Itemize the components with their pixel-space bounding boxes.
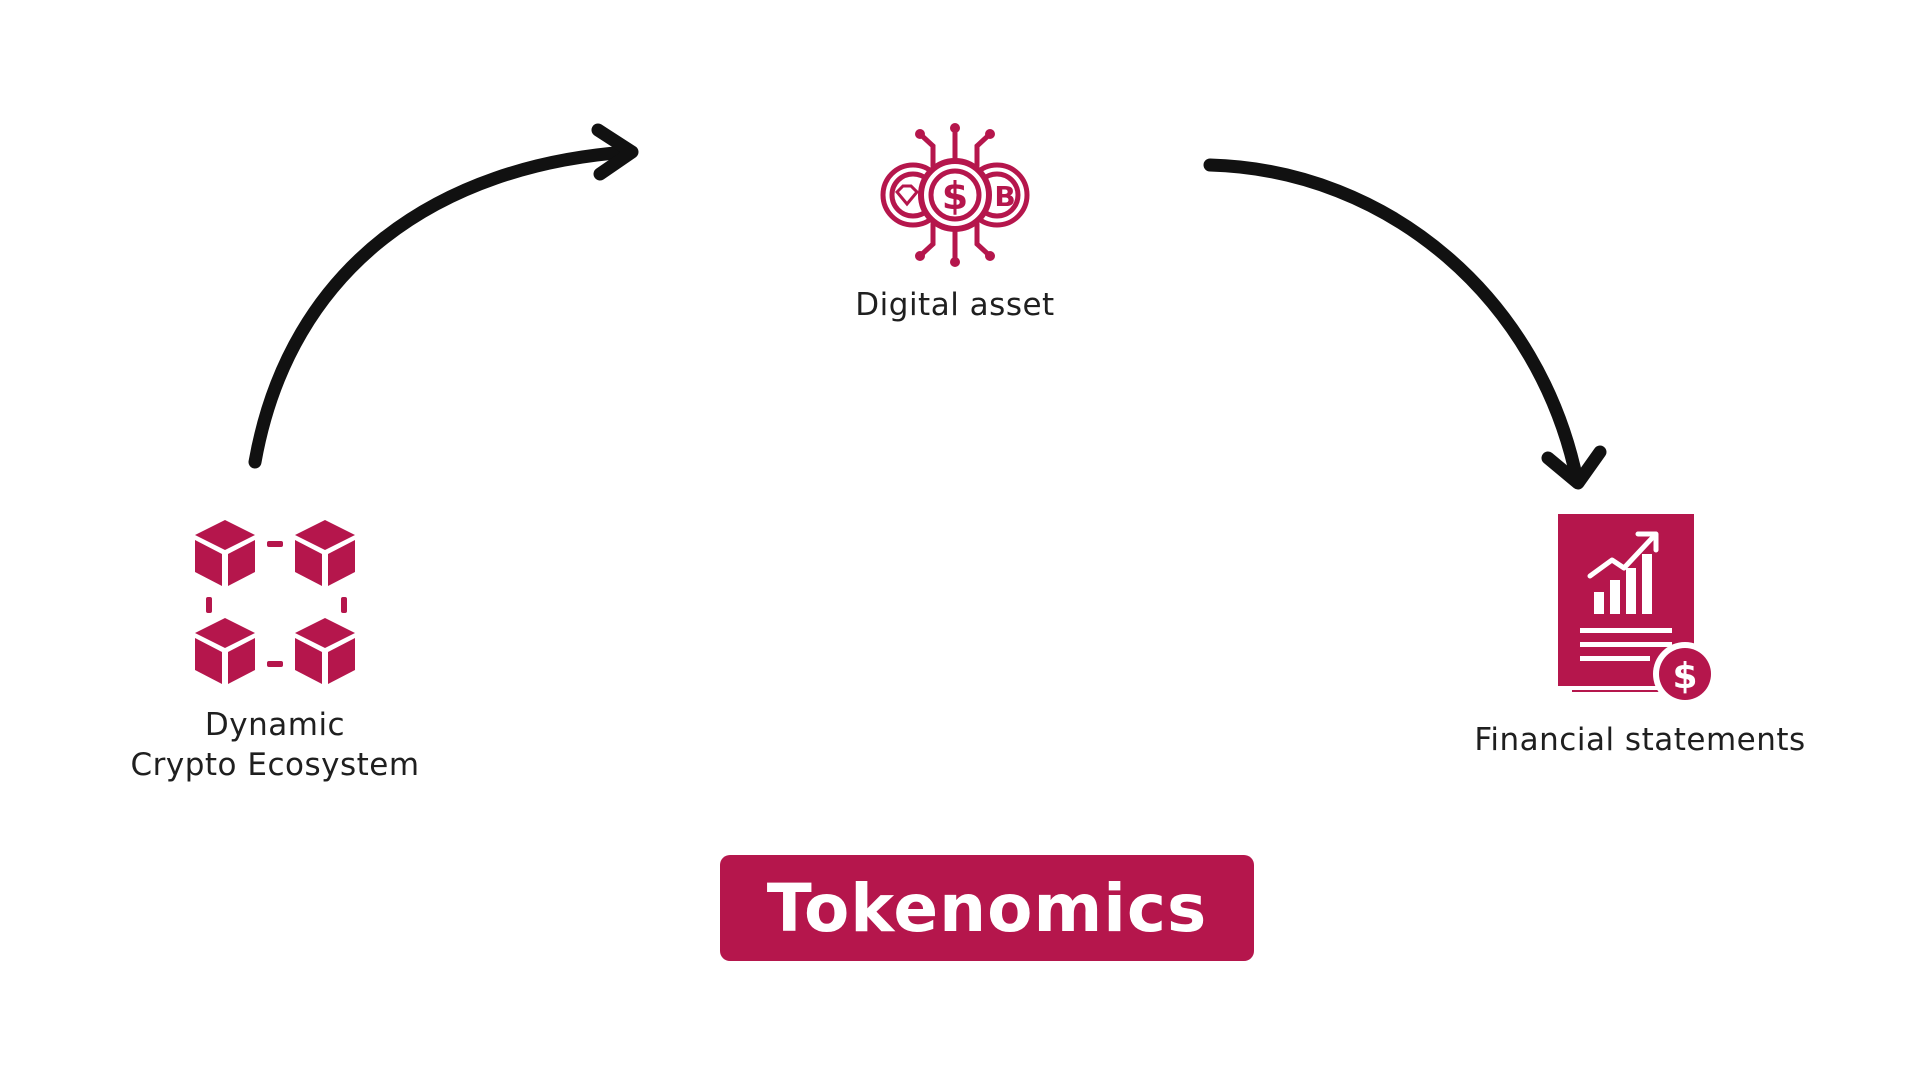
arrow-ecosystem-to-asset: [248, 145, 635, 469]
svg-text:$: $: [1672, 656, 1697, 697]
svg-text:$: $: [942, 174, 968, 218]
node-label-ecosystem-line-1: Dynamic: [204, 707, 346, 743]
node-label-ecosystem: Dynamic Crypto Ecosystem: [110, 705, 440, 785]
node-label-asset: Digital asset: [820, 285, 1090, 325]
node-label-asset-line-1: Digital asset: [855, 287, 1055, 323]
node-label-financial-line-1: Financial statements: [1474, 722, 1806, 758]
arrowhead-financial: [1541, 445, 1607, 490]
svg-text:B: B: [994, 180, 1015, 213]
node-label-ecosystem-line-2: Crypto Ecosystem: [130, 747, 420, 783]
node-label-financial: Financial statements: [1450, 720, 1830, 760]
digital-asset-coins-icon: $ B: [875, 120, 1035, 274]
arrow-asset-to-financial: [1203, 158, 1584, 487]
arrowhead-asset: [591, 123, 639, 181]
diagram-title-badge: Tokenomics: [720, 855, 1254, 961]
financial-report-icon: $: [1550, 510, 1730, 714]
diagram-title: Tokenomics: [766, 869, 1208, 947]
blockchain-cubes-icon: [195, 520, 365, 694]
